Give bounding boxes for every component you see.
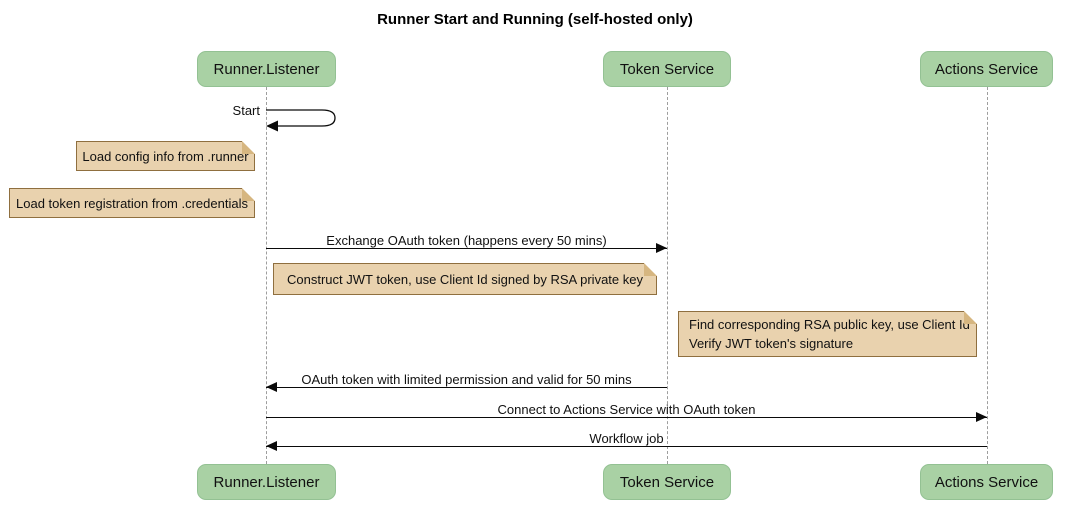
message-workflow-job-line	[266, 446, 987, 447]
lifeline-runner-listener	[266, 87, 267, 464]
actor-top-token-service: Token Service	[603, 51, 731, 87]
arrowhead-icon	[976, 412, 987, 422]
message-connect-label: Connect to Actions Service with OAuth to…	[497, 402, 756, 417]
actor-bottom-actions-service: Actions Service	[920, 464, 1053, 500]
arrowhead-icon	[656, 243, 667, 253]
actor-bottom-runner-listener: Runner.Listener	[197, 464, 336, 500]
note-load-config: Load config info from .runner	[76, 141, 255, 171]
note-verify-jwt-line2: Verify JWT token's signature	[689, 336, 854, 351]
note-construct-jwt: Construct JWT token, use Client Id signe…	[273, 263, 657, 295]
actor-bottom-token-service: Token Service	[603, 464, 731, 500]
note-verify-jwt-line1: Find corresponding RSA public key, use C…	[689, 317, 970, 332]
message-oauth-return-line	[266, 387, 667, 388]
self-message-arrow	[266, 109, 336, 132]
arrowhead-icon	[266, 382, 277, 392]
actor-top-runner-listener: Runner.Listener	[197, 51, 336, 87]
diagram-title: Runner Start and Running (self-hosted on…	[377, 11, 693, 28]
lifeline-actions-service	[987, 87, 988, 464]
message-oauth-return-label: OAuth token with limited permission and …	[301, 372, 632, 387]
message-workflow-job-label: Workflow job	[589, 431, 664, 446]
note-load-token-registration: Load token registration from .credential…	[9, 188, 255, 218]
message-exchange-oauth-line	[266, 248, 667, 249]
message-start-label: Start	[232, 103, 260, 118]
note-verify-jwt: Find corresponding RSA public key, use C…	[678, 311, 977, 357]
message-exchange-oauth-label: Exchange OAuth token (happens every 50 m…	[326, 233, 607, 248]
arrowhead-icon	[266, 120, 278, 132]
arrowhead-icon	[266, 441, 277, 451]
actor-top-actions-service: Actions Service	[920, 51, 1053, 87]
lifeline-token-service	[667, 87, 668, 464]
message-connect-line	[266, 417, 987, 418]
